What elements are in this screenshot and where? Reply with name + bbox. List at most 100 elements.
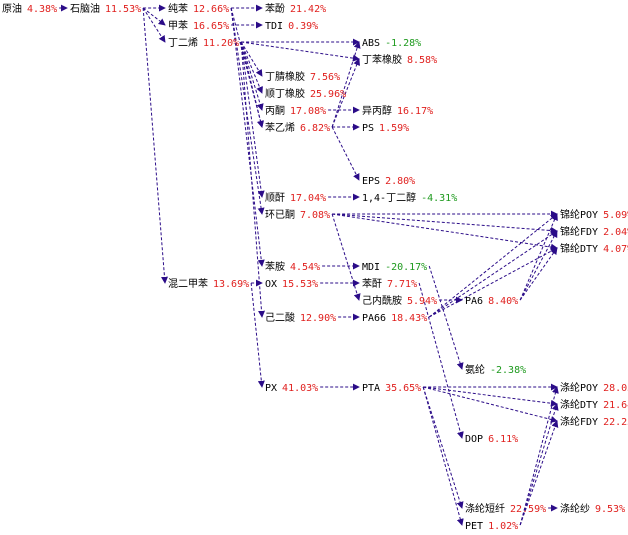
node-diluanduanxian: 涤纶短纤 22.59% bbox=[465, 502, 546, 515]
edge-huanjitong-to-jinlundty bbox=[332, 213, 558, 251]
node-dop-text: DOP 6.11% bbox=[465, 434, 518, 445]
node-bdo: 1,4-丁二醇-4.31% bbox=[362, 191, 457, 204]
edge-hunerjiaben-to-px bbox=[250, 282, 265, 388]
node-value: 2.04% bbox=[603, 227, 628, 238]
edge-dingerxi-to-dingbenxiangjiao bbox=[241, 41, 360, 62]
node-hunerjiaben-text: 混二甲苯 13.69% bbox=[168, 277, 249, 290]
edge-shinaoyou-to-jiaben bbox=[142, 7, 166, 26]
node-label: 苯酐 bbox=[362, 277, 382, 290]
node-value: 9.53% bbox=[595, 504, 625, 515]
node-label: 甲苯 bbox=[168, 19, 188, 32]
node-label: OX bbox=[265, 279, 277, 290]
node-chunben-text: 纯苯 12.66% bbox=[168, 2, 229, 15]
node-value: 11.20% bbox=[203, 38, 239, 49]
node-yuanyou: 原油 4.38% bbox=[2, 2, 57, 15]
node-value: 11.53% bbox=[105, 4, 141, 15]
node-value: 4.38% bbox=[27, 4, 57, 15]
node-value: -4.31% bbox=[421, 193, 457, 204]
node-label: TDI bbox=[265, 21, 283, 32]
edge-benyixi-to-eps bbox=[331, 126, 360, 181]
node-label: 石脑油 bbox=[70, 2, 100, 15]
node-value: -2.38% bbox=[490, 365, 526, 376]
node-label: 原油 bbox=[2, 2, 22, 15]
node-label: DOP bbox=[465, 434, 483, 445]
node-value: 1.02% bbox=[488, 521, 518, 532]
edge-dingerxi-to-shungan bbox=[240, 41, 265, 198]
node-bengan-text: 苯酐 7.71% bbox=[362, 277, 417, 290]
node-label: 氨纶 bbox=[465, 363, 485, 376]
node-value: 41.03% bbox=[282, 383, 318, 394]
edge-chunben-to-benan bbox=[230, 7, 265, 267]
node-label: ABS bbox=[362, 38, 380, 49]
node-pet-text: PET 1.02% bbox=[465, 521, 518, 532]
node-label: 涤纶POY bbox=[560, 381, 598, 394]
edge-pa66-to-jinlundty bbox=[428, 247, 558, 318]
node-label: 顺丁橡胶 bbox=[265, 87, 305, 100]
node-label: 混二甲苯 bbox=[168, 277, 208, 290]
node-px: PX 41.03% bbox=[265, 383, 318, 394]
node-px-text: PX 41.03% bbox=[265, 383, 318, 394]
node-mdi-text: MDI-20.17% bbox=[362, 262, 427, 273]
edge-pta-to-dilunfdy bbox=[423, 386, 558, 423]
node-label: PX bbox=[265, 383, 277, 394]
edge-pa6-to-jinlunfdy bbox=[519, 230, 558, 301]
node-value: 28.05% bbox=[603, 383, 628, 394]
node-value: 7.71% bbox=[387, 279, 417, 290]
edge-pa6-to-jinlunpoy bbox=[519, 213, 558, 301]
node-label: 锦纶POY bbox=[560, 208, 598, 221]
node-value: 22.59% bbox=[510, 504, 546, 515]
node-label: 锦纶DTY bbox=[560, 242, 598, 255]
node-label: 苯胺 bbox=[265, 260, 285, 273]
node-value: -1.28% bbox=[385, 38, 421, 49]
node-value: 6.11% bbox=[488, 434, 518, 445]
node-bdo-text: 1,4-丁二醇-4.31% bbox=[362, 191, 457, 204]
edge-pet-to-dilunpoy bbox=[519, 386, 559, 526]
edge-pa66-to-jinlunfdy bbox=[428, 230, 558, 318]
edge-benyixi-to-abs bbox=[331, 41, 361, 128]
node-bengan: 苯酐 7.71% bbox=[362, 277, 417, 290]
node-label: PET bbox=[465, 521, 483, 532]
node-chunben: 纯苯 12.66% bbox=[168, 2, 229, 15]
edge-pta-to-dilundty bbox=[423, 386, 558, 407]
node-label: 纯苯 bbox=[168, 2, 188, 15]
node-anlun-text: 氨纶 -2.38% bbox=[465, 363, 526, 376]
edge-pet-to-dilunfdy bbox=[519, 420, 559, 526]
edge-bengan-to-dop bbox=[418, 282, 464, 439]
node-diluanduanxian-text: 涤纶短纤 22.59% bbox=[465, 502, 546, 515]
node-value: 13.69% bbox=[213, 279, 249, 290]
edge-shinaoyou-to-hunerjiaben bbox=[142, 7, 169, 284]
node-value: 12.66% bbox=[193, 4, 229, 15]
node-yuanyou-text: 原油 4.38% bbox=[2, 2, 57, 15]
node-label: 涤纶短纤 bbox=[465, 502, 505, 515]
node-label: PA66 bbox=[362, 313, 386, 324]
node-label: PS bbox=[362, 123, 374, 134]
node-label: 环已酮 bbox=[265, 209, 295, 221]
node-label: MDI bbox=[362, 262, 380, 273]
